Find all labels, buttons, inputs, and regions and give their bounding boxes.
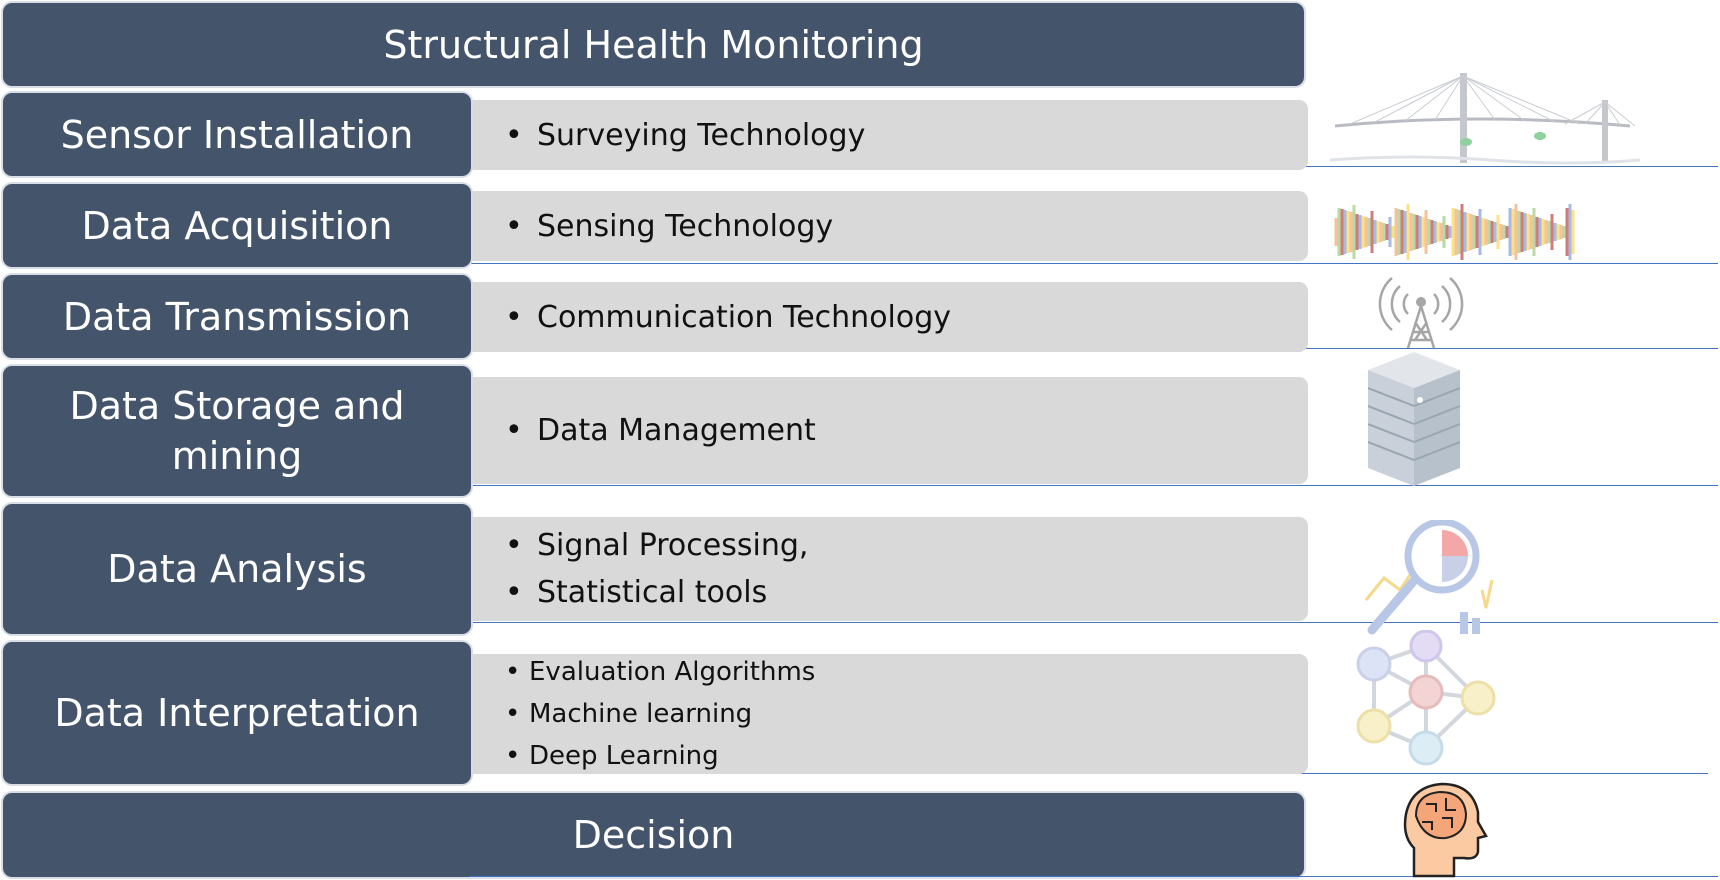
list-item: Deep Learning xyxy=(505,735,1308,777)
panel-data-analysis: Signal Processing, Statistical tools xyxy=(465,517,1308,621)
neural-network-icon xyxy=(1356,630,1496,766)
list-item: Surveying Technology xyxy=(505,112,1308,159)
panel-data-transmission: Communication Technology xyxy=(465,282,1308,352)
divider-line xyxy=(470,622,1718,623)
list-item: Data Management xyxy=(505,407,1308,454)
list-item: Machine learning xyxy=(505,693,1308,735)
panel-data-interpretation: Evaluation Algorithms Machine learning D… xyxy=(465,651,1308,777)
stage-data-analysis: Data Analysis xyxy=(3,504,471,634)
bridge-icon xyxy=(1330,73,1640,165)
stage-data-storage-and-mining: Data Storage and mining xyxy=(3,366,471,496)
brain-head-icon xyxy=(1403,782,1488,878)
server-icon xyxy=(1368,352,1460,486)
panel-sensor-installation: Surveying Technology xyxy=(465,100,1308,170)
stage-data-transmission: Data Transmission xyxy=(3,275,471,358)
stage-sensor-installation: Sensor Installation xyxy=(3,93,471,176)
divider-line xyxy=(470,263,1718,264)
divider-line xyxy=(470,876,1718,877)
list-item: Sensing Technology xyxy=(505,203,1308,250)
stage-data-interpretation: Data Interpretation xyxy=(3,642,471,784)
list-item: Statistical tools xyxy=(505,569,1308,616)
list-item: Evaluation Algorithms xyxy=(505,651,1308,693)
list-item: Communication Technology xyxy=(505,294,1308,341)
magnifier-chart-icon xyxy=(1364,520,1494,635)
list-item: Signal Processing, xyxy=(505,522,1308,569)
signal-waveform-icon xyxy=(1334,204,1575,260)
diagram-title: Structural Health Monitoring xyxy=(3,3,1304,86)
divider-line xyxy=(470,485,1718,486)
antenna-tower-icon xyxy=(1378,277,1464,349)
stage-decision: Decision xyxy=(3,793,1304,877)
stage-data-acquisition: Data Acquisition xyxy=(3,184,471,267)
panel-data-acquisition: Sensing Technology xyxy=(465,191,1308,261)
panel-data-storage-and-mining: Data Management xyxy=(465,377,1308,484)
